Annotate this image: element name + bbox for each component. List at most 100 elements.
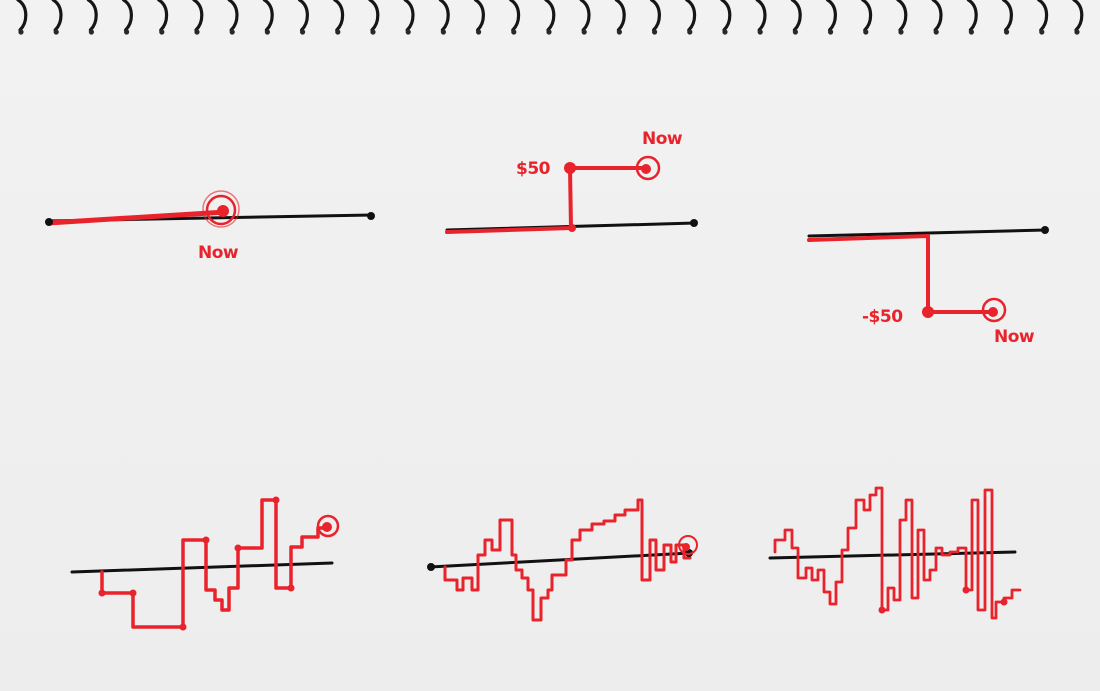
- spiral-hole: [652, 29, 658, 35]
- sketch3-baseline: [807, 228, 1047, 238]
- sketch3-amount-label: -$50: [862, 307, 903, 327]
- sketch1-end-dot: [367, 212, 375, 220]
- spiral-hole: [124, 29, 130, 35]
- spiral-coil: [122, 0, 133, 32]
- spiral-hole: [687, 29, 693, 35]
- sketch4-dot: [129, 589, 137, 597]
- sketch3-step-dot: [922, 306, 934, 318]
- sketch2-base-dot: [568, 224, 576, 232]
- spiral-coil: [474, 0, 485, 32]
- sketch4-dot: [179, 623, 187, 631]
- spiral-hole: [863, 29, 869, 35]
- spiral-hole: [616, 29, 623, 35]
- sketch-5: [427, 498, 698, 622]
- spiral-coil: [1037, 0, 1049, 32]
- sketch5-baseline: [428, 551, 692, 569]
- sketch2-step-dot: [564, 162, 576, 174]
- spiral-hole: [88, 29, 94, 35]
- sketch6-dot: [878, 606, 886, 614]
- sketch6-dot: [962, 586, 970, 594]
- spiral-hole: [792, 29, 799, 35]
- spiral-hole: [405, 29, 411, 35]
- spiral-coil: [790, 0, 802, 32]
- sketch4-dot: [202, 536, 210, 544]
- now-marker-circle-icon: [635, 155, 661, 181]
- spiral-hole: [1074, 29, 1080, 35]
- sketch3-end-dot: [1041, 226, 1049, 234]
- spiral-hole: [933, 29, 939, 35]
- spiral-coil: [966, 0, 978, 32]
- sketch4-red-steps: [100, 498, 328, 629]
- sketch6-baseline: [768, 550, 1017, 560]
- sketch4-baseline: [70, 561, 334, 574]
- spiral-coil: [298, 0, 309, 32]
- spiral-coil: [368, 0, 380, 32]
- spiral-hole: [264, 29, 270, 35]
- sketch6-red-steps: [773, 486, 1022, 620]
- spiral-hole: [722, 29, 728, 35]
- spiral-coil: [861, 0, 873, 32]
- sketch4-dot: [287, 584, 295, 592]
- spiral-coil: [333, 0, 345, 32]
- sketch3-now-label: Now: [994, 327, 1035, 347]
- spiral-hole: [300, 29, 306, 35]
- spiral-coil: [896, 0, 908, 32]
- spiral-hole: [194, 29, 200, 35]
- spiral-coil: [826, 0, 837, 32]
- spiral-coil: [227, 0, 239, 32]
- spiral-hole: [757, 29, 763, 35]
- sketch4-dot: [272, 496, 280, 504]
- spiral-coil: [16, 0, 28, 32]
- sketch-1: Now: [45, 190, 375, 263]
- sketch3-red-step: [807, 234, 997, 314]
- sketch2-red-step: [445, 166, 645, 234]
- spiral-hole: [581, 29, 587, 35]
- sketch-6: [768, 486, 1022, 620]
- spiral-hole: [335, 29, 341, 35]
- spiral-coil: [509, 0, 521, 32]
- spiral-hole: [968, 29, 975, 35]
- sketch5-start-dot: [427, 563, 435, 571]
- now-marker-circle-icon: [202, 190, 240, 228]
- sketch-2: $50 Now: [445, 129, 698, 234]
- sketch2-now-label: Now: [642, 129, 683, 149]
- spiral-hole: [159, 29, 165, 35]
- spiral-coil: [650, 0, 661, 32]
- spiral-coil: [86, 0, 98, 32]
- spiral-coil: [1072, 0, 1084, 32]
- now-marker-circle-icon: [678, 535, 698, 555]
- sketch5-red-steps: [443, 498, 692, 622]
- sketch1-red-line: [45, 209, 229, 226]
- spiral-coil: [51, 0, 63, 32]
- spiral-hole: [828, 29, 834, 35]
- spiral-hole: [511, 29, 517, 35]
- spiral-coil: [685, 0, 697, 32]
- sketch1-now-label: Now: [198, 243, 239, 263]
- spiral-coil: [157, 0, 169, 32]
- spiral-hole: [1039, 29, 1045, 35]
- sketch4-dot: [98, 589, 106, 597]
- spiral-coil: [755, 0, 767, 32]
- spiral-coil: [931, 0, 943, 32]
- sketch2-end-dot: [690, 219, 698, 227]
- spiral-coil: [262, 0, 274, 32]
- now-marker-circle-icon: [316, 514, 340, 538]
- spiral-hole: [53, 29, 59, 35]
- sketch-3: -$50 Now: [807, 226, 1049, 347]
- sketch-4: [70, 496, 340, 631]
- sketch4-dot: [234, 544, 242, 552]
- spiral-coil: [192, 0, 204, 32]
- spiral-coil: [403, 0, 415, 32]
- spiral-hole: [1004, 29, 1010, 35]
- spiral-hole: [229, 29, 235, 35]
- spiral-coil: [579, 0, 591, 32]
- spiral-hole: [476, 29, 482, 35]
- spiral-coil: [544, 0, 556, 32]
- spiral-coil: [720, 0, 732, 32]
- spiral-hole: [546, 29, 552, 35]
- now-marker-circle-icon: [981, 297, 1007, 323]
- sketch2-amount-label: $50: [516, 159, 551, 179]
- spiral-hole: [370, 29, 376, 35]
